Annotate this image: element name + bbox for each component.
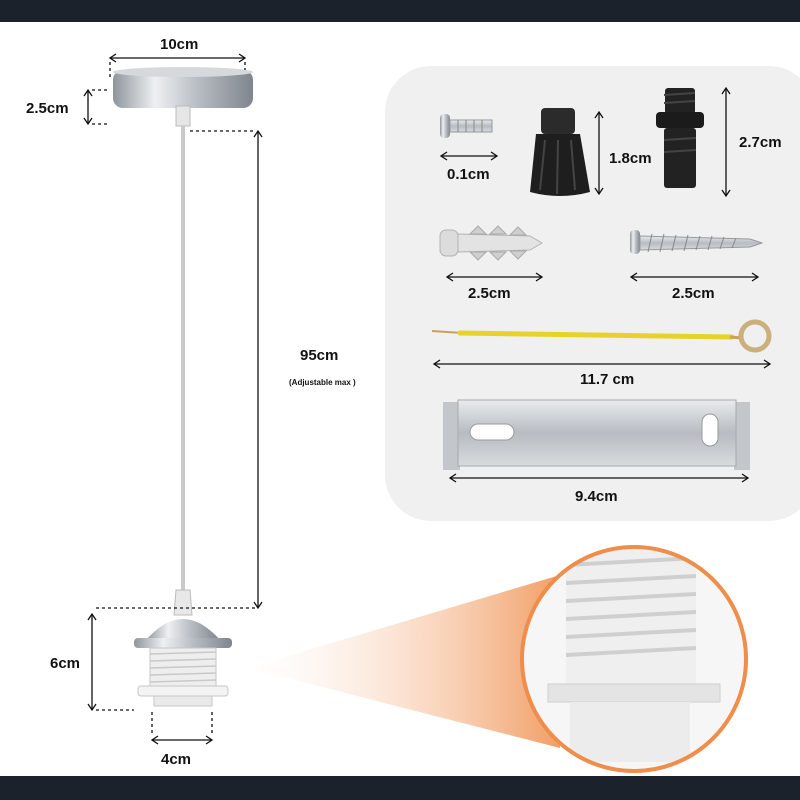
earth-wire-length-label: 11.7 cm bbox=[580, 371, 635, 388]
nipple-icon bbox=[656, 88, 704, 188]
panel-dimension-lines bbox=[432, 86, 772, 483]
cable-length-label: 95cm bbox=[300, 347, 339, 364]
wall-plug-icon bbox=[439, 225, 543, 261]
screw-size-label: 0.1cm bbox=[447, 166, 490, 183]
wood-screw-length-label: 2.5cm bbox=[672, 285, 715, 302]
ceiling-height-label: 2.5cm bbox=[26, 100, 69, 117]
cable-note-label: (Adjustable max ) bbox=[289, 378, 356, 387]
grip-height-label: 1.8cm bbox=[609, 150, 652, 167]
nipple-height-label: 2.7cm bbox=[739, 134, 782, 151]
holder-width-label: 4cm bbox=[161, 751, 192, 768]
top-bar bbox=[0, 0, 800, 22]
mounting-bracket-icon bbox=[443, 399, 750, 470]
lamp-holder-icon bbox=[134, 589, 232, 707]
zoom-beam bbox=[248, 575, 560, 748]
wood-screw-icon bbox=[630, 230, 764, 254]
plug-length-label: 2.5cm bbox=[468, 285, 511, 302]
ceiling-rose-icon bbox=[113, 67, 253, 127]
cord-grip-icon bbox=[530, 108, 590, 196]
screw-icon bbox=[440, 114, 493, 138]
bracket-length-label: 9.4cm bbox=[575, 488, 618, 505]
zoom-detail-icon bbox=[520, 545, 748, 773]
bottom-bar bbox=[0, 776, 800, 800]
holder-height-label: 6cm bbox=[50, 655, 81, 672]
ceiling-width-label: 10cm bbox=[160, 36, 199, 53]
earth-wire-icon bbox=[431, 319, 772, 353]
dimension-lines bbox=[83, 53, 263, 745]
